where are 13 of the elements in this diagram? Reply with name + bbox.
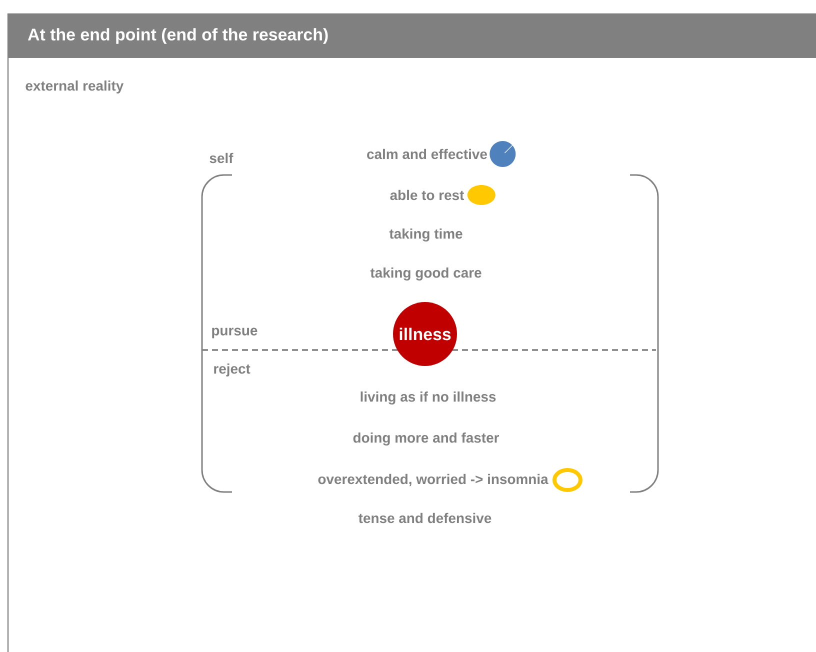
header-bar: At the end point (end of the research)	[8, 14, 816, 58]
text-label: able to rest	[390, 190, 464, 200]
text-label: self	[210, 152, 234, 164]
text-label: doing more and faster	[353, 432, 500, 446]
text-label: taking good care	[370, 267, 482, 281]
text-label: calm and effective	[367, 148, 487, 160]
text-label: reject	[214, 364, 250, 376]
text-label: taking time	[389, 228, 462, 242]
text-label: external reality	[26, 80, 124, 94]
text-label: pursue	[212, 328, 258, 338]
text-label: living as if no illness	[360, 391, 496, 405]
text-label: overextended, worried -> insomnia	[318, 474, 548, 486]
text-label: tense and defensive	[358, 512, 492, 524]
